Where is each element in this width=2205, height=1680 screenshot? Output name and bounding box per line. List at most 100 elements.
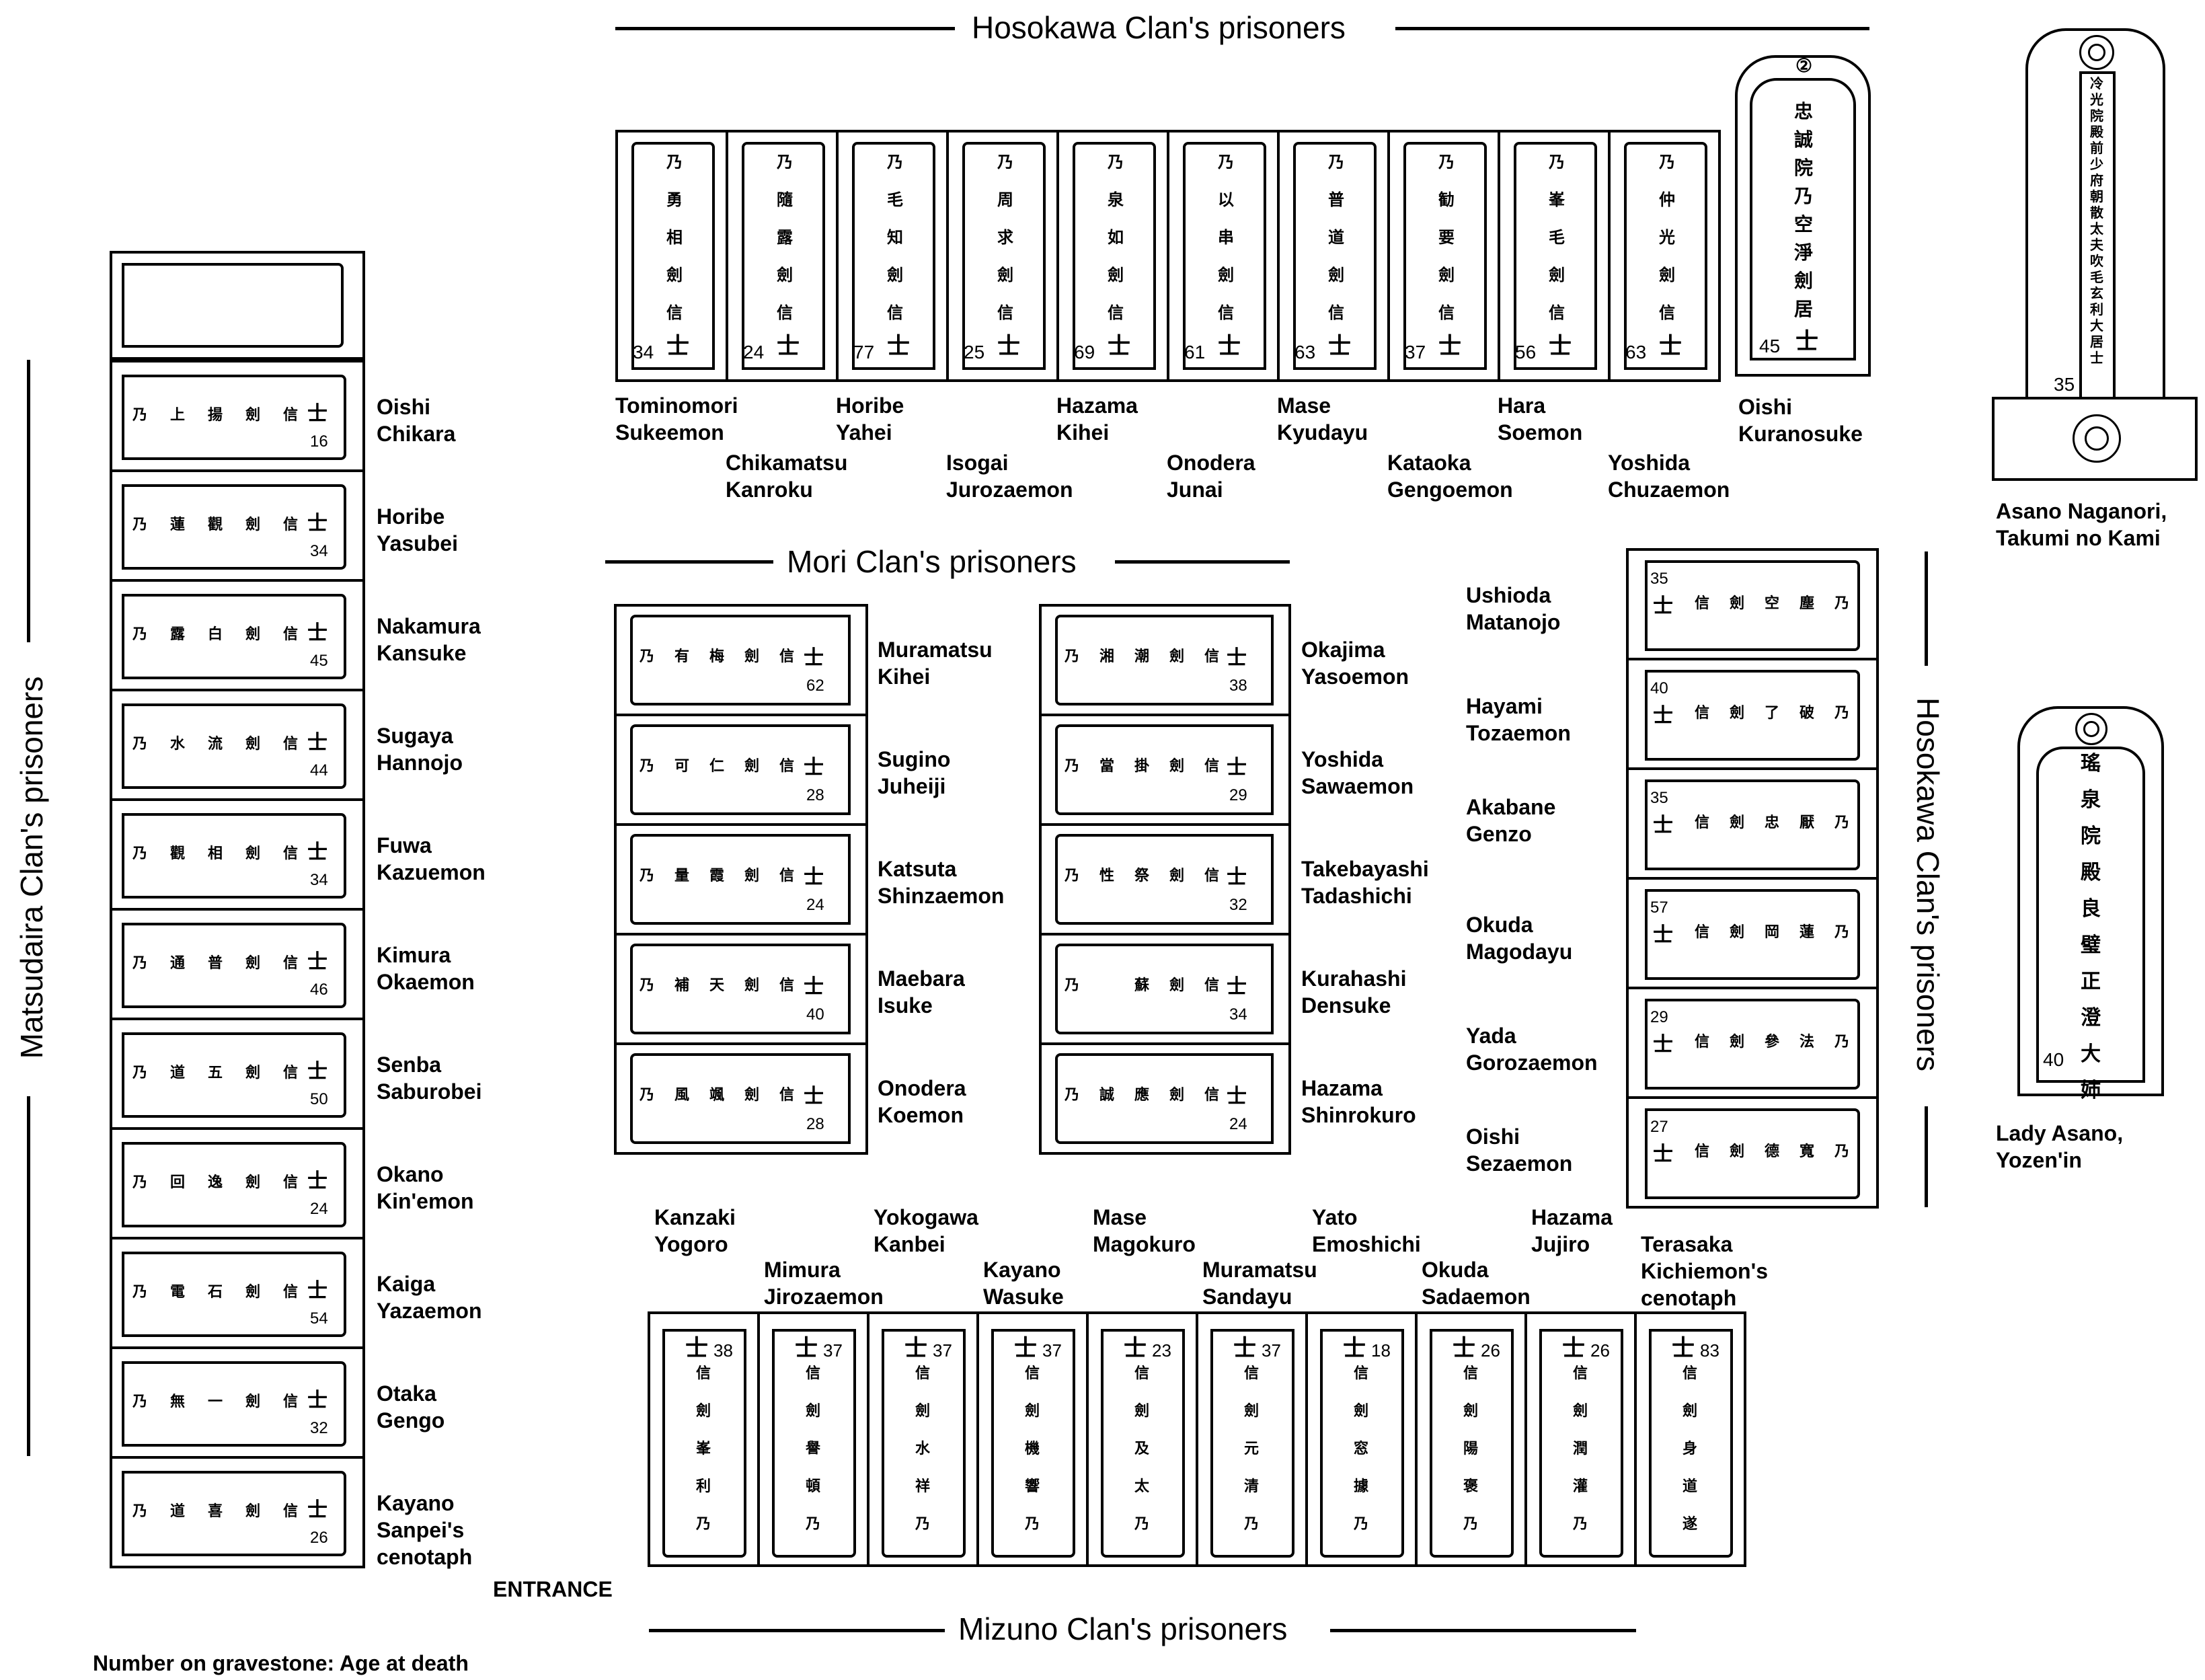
shi-glyph: 士	[1227, 975, 1247, 999]
prisoner-name: Chikamatsu Kanroku	[726, 451, 848, 502]
age-at-death: 40	[1650, 679, 1668, 697]
inscription-char: 乃	[640, 648, 655, 665]
inscription-char: 量	[674, 867, 690, 884]
inscription-char: 風	[674, 1086, 690, 1104]
inscription-char: 玄	[2090, 285, 2103, 301]
age-at-death: 77	[853, 342, 875, 362]
inscription-char: 褒	[1463, 1478, 1479, 1495]
inscription-char: 乃	[132, 954, 148, 972]
shi-glyph: 士	[1014, 1335, 1037, 1362]
shi-glyph: 士	[307, 1498, 327, 1522]
inscription-char: 院	[2081, 825, 2101, 848]
inscription-char: 補	[674, 977, 690, 994]
inscription-char: 大	[2081, 1042, 2101, 1066]
top-tablet	[1403, 142, 1487, 370]
inscription-char: 劍	[744, 1086, 760, 1104]
shi-glyph: 士	[804, 866, 824, 889]
mizuno-tablet	[1539, 1329, 1623, 1558]
inscription-char: 颯	[709, 1086, 725, 1104]
inscription-char: 信	[806, 1365, 821, 1382]
inscription-char: 乃	[887, 152, 903, 171]
inscription-char: 乃	[1834, 1143, 1850, 1160]
mizuno-tablet	[1320, 1329, 1404, 1558]
inscription-char: 如	[1108, 227, 1124, 247]
top-tablet	[1183, 142, 1266, 370]
mizuno-tablet	[772, 1329, 856, 1558]
oishi-kuranosuke-mark: ②	[1795, 54, 1813, 77]
shi-glyph: 士	[1653, 1033, 1673, 1057]
inscription-char: 相	[666, 227, 683, 247]
inscription-char: 劍	[1218, 265, 1234, 284]
inscription-char: 乃	[1794, 185, 1814, 207]
mori-tablet	[1055, 834, 1274, 925]
hosokawa-top-title: Hosokawa Clan's prisoners	[972, 10, 1346, 45]
shi-glyph: 士	[1653, 923, 1673, 947]
lady-asano-age: 40	[2043, 1049, 2064, 1070]
inscription-char: 毛	[1549, 227, 1565, 247]
inscription-char: 信	[1463, 1365, 1479, 1382]
inscription-char: 普	[208, 954, 223, 972]
hosokawa-top-line-left	[615, 27, 955, 30]
shi-glyph: 士	[307, 1279, 327, 1303]
prisoner-name: Yoshida Sawaemon	[1301, 747, 1414, 798]
age-at-death: 37	[823, 1340, 843, 1361]
shi-glyph: 士	[887, 333, 910, 360]
top-tablet	[1514, 142, 1597, 370]
inscription-char: 居	[1794, 298, 1814, 320]
age-at-death: 38	[713, 1340, 733, 1361]
inscription-char: 以	[1218, 190, 1234, 209]
inscription-char: 良	[2081, 897, 2101, 921]
prisoner-name: Okano Kin'emon	[377, 1162, 474, 1213]
matsudaira-tablet	[122, 594, 346, 679]
mori-tablet	[1055, 944, 1274, 1034]
inscription-char: 電	[170, 1283, 186, 1301]
lady-asano-tablet	[2036, 747, 2145, 1083]
inscription-char: 忠	[1765, 814, 1780, 831]
inscription-char: 吹	[2090, 253, 2103, 269]
mizuno-line-left	[649, 1629, 945, 1632]
inscription-char: 灌	[1573, 1478, 1588, 1495]
mizuno-title: Mizuno Clan's prisoners	[958, 1611, 1288, 1646]
inscription-char: 正	[2081, 970, 2101, 993]
inscription-char: 劍	[1730, 704, 1745, 722]
oishi-kuranosuke-tablet	[1750, 78, 1856, 360]
inscription-char: 劍	[1169, 757, 1185, 775]
inscription-char: 劍	[744, 648, 760, 665]
inscription-char: 信	[1695, 814, 1710, 831]
inscription-char: 乃	[1065, 977, 1080, 994]
inscription-char: 劍	[777, 265, 793, 284]
prisoner-name: Muramatsu Sandayu	[1202, 1258, 1317, 1309]
prisoner-name: Yato Emoshichi	[1312, 1205, 1421, 1256]
age-at-death: 37	[1262, 1340, 1281, 1361]
inscription-char: 劍	[245, 845, 261, 862]
inscription-char: 劍	[245, 1393, 261, 1410]
age-at-death: 26	[1590, 1340, 1610, 1361]
inscription-char: 寬	[1800, 1143, 1815, 1160]
top-tablet	[962, 142, 1046, 370]
inscription-char: 乃	[132, 1174, 148, 1191]
inscription-char: 德	[1765, 1143, 1780, 1160]
inscription-char: 士	[2090, 350, 2103, 366]
inscription-char: 劍	[1328, 265, 1344, 284]
inscription-char: 乃	[1834, 923, 1850, 941]
inscription-char: 蓮	[1800, 923, 1815, 941]
inscription-char: 頓	[806, 1478, 821, 1495]
age-at-death: 40	[806, 1005, 824, 1024]
oishi-kuranosuke-gravestone: ② 忠誠院乃空淨劍居 45 士	[1735, 55, 1871, 377]
prisoner-name: Kimura Okaemon	[377, 943, 475, 994]
inscription-char: 乃	[132, 625, 148, 643]
inscription-char: 信	[283, 406, 299, 424]
inscription-char: 劍	[245, 954, 261, 972]
inscription-char: 劍	[245, 1502, 261, 1520]
shi-glyph: 士	[1653, 704, 1673, 728]
matsudaira-tablet	[122, 484, 346, 570]
inscription-char: 響	[1025, 1478, 1040, 1495]
inscription-char: 散	[2090, 204, 2103, 221]
